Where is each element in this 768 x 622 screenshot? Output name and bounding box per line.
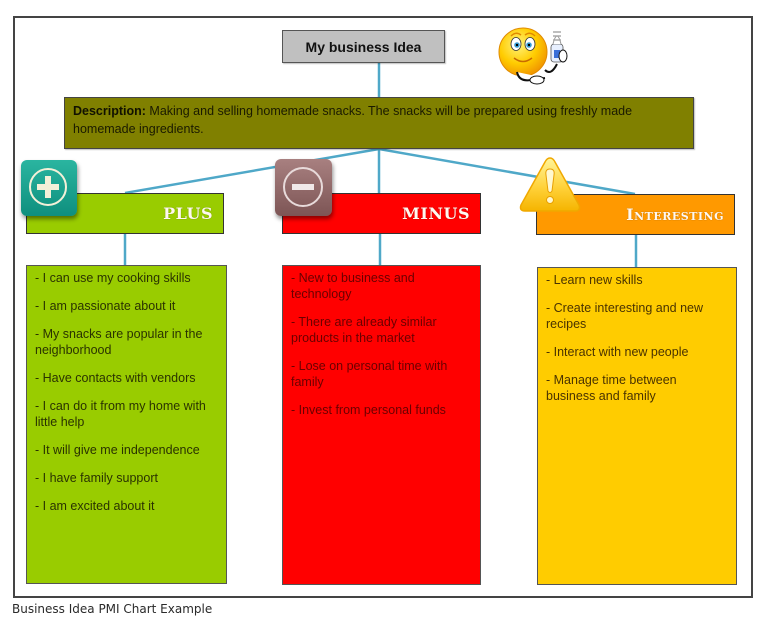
minus-header-label: MINUS xyxy=(402,204,470,223)
plus-circle-icon xyxy=(21,160,77,216)
list-item: - I have family support xyxy=(35,471,158,485)
description-text: Making and selling homemade snacks. The … xyxy=(73,104,633,136)
interesting-list: - Learn new skills - Create interesting … xyxy=(537,267,737,585)
description-label: Description: xyxy=(73,104,146,118)
list-item: - Create interesting and new recipes xyxy=(546,301,704,331)
warning-triangle-icon xyxy=(517,155,583,215)
list-item: - It will give me independence xyxy=(35,443,200,457)
minus-circle-icon xyxy=(275,159,332,216)
plus-list: - I can use my cooking skills - I am pas… xyxy=(26,265,227,584)
list-item: - Manage time between business and famil… xyxy=(546,373,677,403)
list-item: - Have contacts with vendors xyxy=(35,371,196,385)
list-item: - I am passionate about it xyxy=(35,299,176,313)
list-item: - I can do it from my home with little h… xyxy=(35,399,206,429)
list-item: - My snacks are popular in the neighborh… xyxy=(35,327,203,357)
list-item: - There are already similar products in … xyxy=(291,315,437,345)
list-item: - I am excited about it xyxy=(35,499,155,513)
list-item: - I can use my cooking skills xyxy=(35,271,191,285)
list-item: - Invest from personal funds xyxy=(291,403,446,417)
idea-title-box: My business Idea xyxy=(282,30,445,63)
figure-caption: Business Idea PMI Chart Example xyxy=(12,602,213,616)
interesting-header-label: Interesting xyxy=(626,205,724,224)
list-item: - New to business and technology xyxy=(291,271,415,301)
list-item: - Learn new skills xyxy=(546,273,643,287)
smiley-lightbulb-icon xyxy=(497,22,577,90)
minus-list: - New to business and technology - There… xyxy=(282,265,481,585)
description-box: Description: Making and selling homemade… xyxy=(64,97,694,149)
list-item: - Lose on personal time with family xyxy=(291,359,448,389)
list-item: - Interact with new people xyxy=(546,345,689,359)
plus-header-label: PLUS xyxy=(163,204,213,223)
